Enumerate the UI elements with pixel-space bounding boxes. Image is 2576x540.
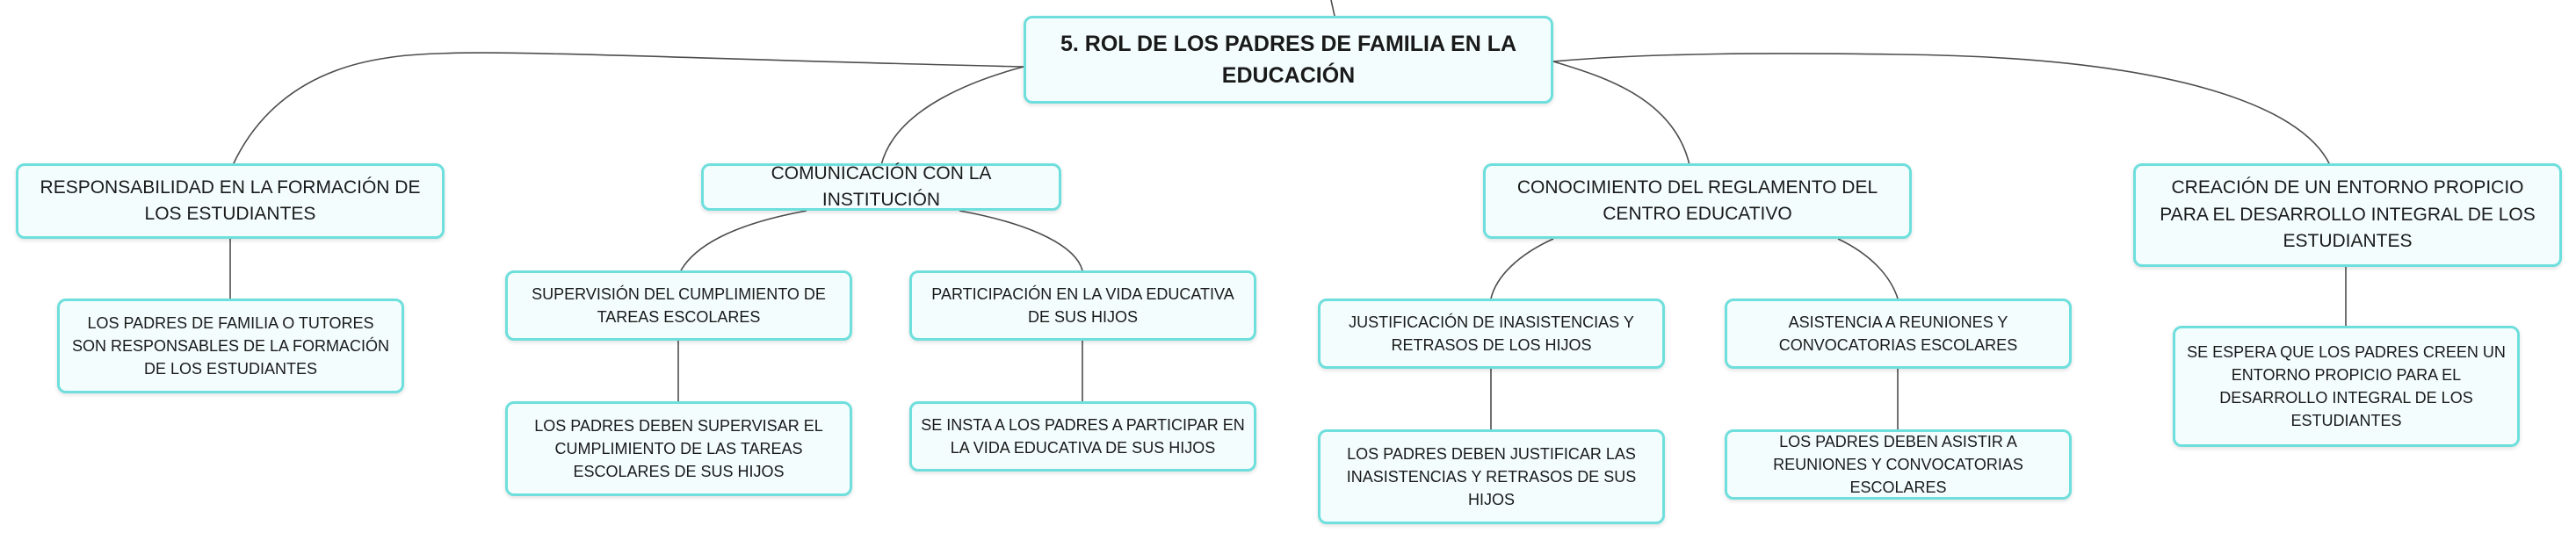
topic-label: RESPONSABILIDAD EN LA FORMACIÓN DE LOS E… (40, 176, 421, 224)
detail-label: LOS PADRES DE FAMILIA O TUTORES SON RESP… (71, 313, 390, 378)
detail-responsabilidad[interactable]: LOS PADRES DE FAMILIA O TUTORES SON RESP… (57, 299, 404, 393)
subtopic-participacion[interactable]: PARTICIPACIÓN EN LA VIDA EDUCATIVA DE SU… (909, 270, 1256, 341)
detail-entorno[interactable]: SE ESPERA QUE LOS PADRES CREEN UN ENTORN… (2173, 326, 2520, 447)
connector-root-topic-2 (880, 66, 1024, 166)
topic-label: CONOCIMIENTO DEL REGLAMENTO DEL CENTRO E… (1516, 176, 1878, 224)
subtopic-asistencia[interactable]: ASISTENCIA A REUNIONES Y CONVOCATORIAS E… (1725, 299, 2072, 369)
detail-label: LOS PADRES DEBEN ASISTIR A REUNIONES Y C… (1773, 432, 2023, 497)
connector-topic-3-sub-1 (1490, 238, 1554, 299)
subtopic-label: ASISTENCIA A REUNIONES Y CONVOCATORIAS E… (1778, 313, 2018, 354)
connector-topic-2-sub-1 (680, 210, 807, 271)
root-topic[interactable]: 5. ROL DE LOS PADRES DE FAMILIA EN LA ED… (1024, 16, 1553, 104)
connector-root-topic-1 (232, 52, 1024, 166)
subtopic-label: JUSTIFICACIÓN DE INASISTENCIAS Y RETRASO… (1349, 313, 1634, 354)
detail-supervision[interactable]: LOS PADRES DEBEN SUPERVISAR EL CUMPLIMIE… (505, 401, 852, 496)
topic-responsabilidad[interactable]: RESPONSABILIDAD EN LA FORMACIÓN DE LOS E… (16, 163, 445, 239)
topic-comunicacion[interactable]: COMUNICACIÓN CON LA INSTITUCIÓN (701, 163, 1061, 211)
detail-label: LOS PADRES DEBEN JUSTIFICAR LAS INASISTE… (1346, 444, 1637, 509)
detail-asistencia[interactable]: LOS PADRES DEBEN ASISTIR A REUNIONES Y C… (1725, 429, 2072, 500)
topic-entorno[interactable]: CREACIÓN DE UN ENTORNO PROPICIO PARA EL … (2133, 163, 2562, 267)
root-topic-label: 5. ROL DE LOS PADRES DE FAMILIA EN LA ED… (1060, 31, 1517, 88)
connector-root-topic-4 (1552, 53, 2331, 166)
subtopic-label: PARTICIPACIÓN EN LA VIDA EDUCATIVA DE SU… (931, 284, 1234, 326)
topic-conocimiento[interactable]: CONOCIMIENTO DEL REGLAMENTO DEL CENTRO E… (1483, 163, 1912, 239)
subtopic-supervision[interactable]: SUPERVISIÓN DEL CUMPLIMIENTO DE TAREAS E… (505, 270, 852, 341)
connector-topic-3-sub-2 (1837, 238, 1899, 299)
subtopic-label: SUPERVISIÓN DEL CUMPLIMIENTO DE TAREAS E… (532, 284, 826, 326)
detail-participacion[interactable]: SE INSTA A LOS PADRES A PARTICIPAR EN LA… (909, 401, 1256, 472)
connector-root-topic-3 (1552, 61, 1690, 166)
topic-label: CREACIÓN DE UN ENTORNO PROPICIO PARA EL … (2160, 177, 2536, 252)
detail-label: SE INSTA A LOS PADRES A PARTICIPAR EN LA… (921, 415, 1245, 457)
detail-label: SE ESPERA QUE LOS PADRES CREEN UN ENTORN… (2187, 342, 2506, 430)
detail-justificacion[interactable]: LOS PADRES DEBEN JUSTIFICAR LAS INASISTE… (1318, 429, 1665, 524)
subtopic-justificacion[interactable]: JUSTIFICACIÓN DE INASISTENCIAS Y RETRASO… (1318, 299, 1665, 369)
topic-label: COMUNICACIÓN CON LA INSTITUCIÓN (771, 162, 992, 210)
connector-root-parent (1330, 0, 1335, 17)
connector-topic-2-sub-2 (959, 210, 1083, 271)
detail-label: LOS PADRES DEBEN SUPERVISAR EL CUMPLIMIE… (534, 416, 823, 481)
